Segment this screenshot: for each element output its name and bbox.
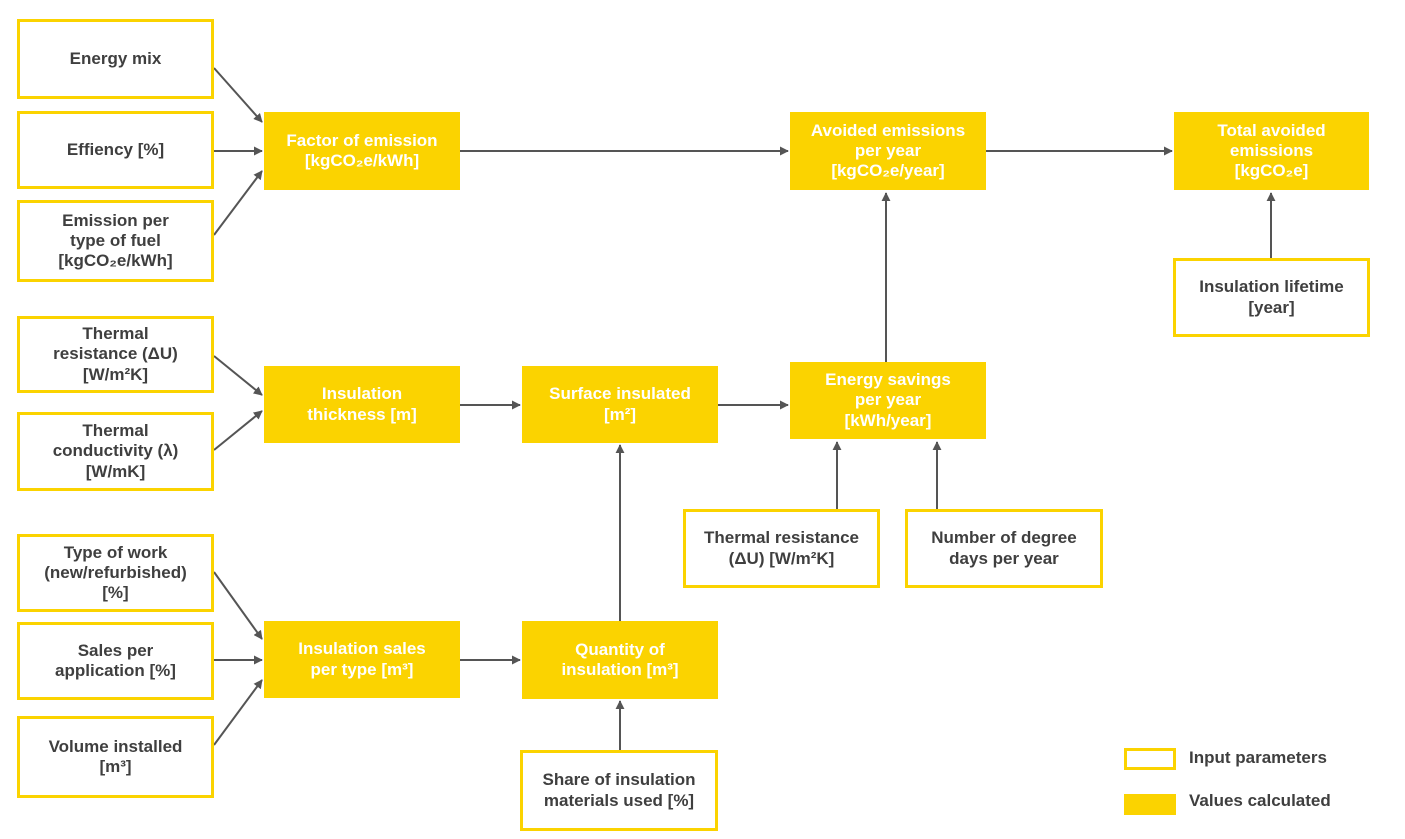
total-avoided-label: Total avoided emissions [kgCO₂e] <box>1217 120 1326 181</box>
calc-avoided-emissions: Avoided emissions per year [kgCO₂e/year] <box>790 112 986 190</box>
input-efficiency: Effiency [%] <box>17 111 214 189</box>
factor-of-emission-label: Factor of emission [kgCO₂e/kWh] <box>286 130 438 170</box>
legend-input-swatch <box>1124 748 1176 770</box>
insulation-sales-label: Insulation sales per type [m³] <box>298 639 426 679</box>
arrow-work-to-sales <box>213 571 263 640</box>
thermal-resistance-b-label: Thermal resistance (ΔU) [W/m²K] <box>704 528 859 568</box>
input-thermal-conductivity: Thermal conductivity (λ) [W/mK] <box>17 412 214 491</box>
emission-per-fuel-label: Emission per type of fuel [kgCO₂e/kWh] <box>58 210 173 271</box>
arrow-volume-to-sales <box>213 679 263 746</box>
arrow-conductivity-to-thickness <box>213 410 263 451</box>
legend-calc-swatch <box>1124 794 1176 815</box>
input-sales-per-application: Sales per application [%] <box>17 622 214 700</box>
legend-calc-label: Values calculated <box>1189 791 1331 810</box>
input-share-of-materials: Share of insulation materials used [%] <box>520 750 718 831</box>
sales-per-application-label: Sales per application [%] <box>55 640 176 680</box>
quantity-of-insulation-label: Quantity of insulation [m³] <box>561 639 679 679</box>
arrow-emission-fuel-to-factor <box>213 170 263 236</box>
calc-insulation-thickness: Insulation thickness [m] <box>264 366 460 443</box>
input-thermal-resistance: Thermal resistance (ΔU) [W/m²K] <box>17 316 214 393</box>
type-of-work-label: Type of work (new/refurbished) [%] <box>44 542 187 603</box>
insulation-thickness-label: Insulation thickness [m] <box>307 384 417 424</box>
input-type-of-work: Type of work (new/refurbished) [%] <box>17 534 214 612</box>
energy-mix-label: Energy mix <box>69 48 162 68</box>
avoided-emissions-label: Avoided emissions per year [kgCO₂e/year] <box>810 120 966 181</box>
input-insulation-lifetime: Insulation lifetime [year] <box>1173 258 1370 337</box>
insulation-lifetime-label: Insulation lifetime [year] <box>1199 277 1344 317</box>
energy-savings-label: Energy savings per year [kWh/year] <box>825 370 951 430</box>
calc-surface-insulated: Surface insulated [m²] <box>522 366 718 443</box>
calc-insulation-sales: Insulation sales per type [m³] <box>264 621 460 698</box>
calc-energy-savings: Energy savings per year [kWh/year] <box>790 362 986 439</box>
input-thermal-resistance-b: Thermal resistance (ΔU) [W/m²K] <box>683 509 880 588</box>
legend-input-label: Input parameters <box>1189 748 1327 767</box>
calc-factor-of-emission: Factor of emission [kgCO₂e/kWh] <box>264 112 460 190</box>
calc-quantity-of-insulation: Quantity of insulation [m³] <box>522 621 718 699</box>
calc-total-avoided: Total avoided emissions [kgCO₂e] <box>1174 112 1369 190</box>
surface-insulated-label: Surface insulated [m²] <box>549 384 691 424</box>
input-degree-days: Number of degree days per year <box>905 509 1103 588</box>
input-volume-installed: Volume installed [m³] <box>17 716 214 798</box>
thermal-conductivity-label: Thermal conductivity (λ) [W/mK] <box>52 421 179 481</box>
volume-installed-label: Volume installed [m³] <box>48 736 183 776</box>
input-energy-mix: Energy mix <box>17 19 214 99</box>
thermal-resistance-label: Thermal resistance (ΔU) [W/m²K] <box>53 324 178 384</box>
input-emission-per-fuel: Emission per type of fuel [kgCO₂e/kWh] <box>17 200 214 282</box>
efficiency-label: Effiency [%] <box>66 139 165 159</box>
arrow-resistance-to-thickness <box>213 355 263 396</box>
degree-days-label: Number of degree days per year <box>931 528 1077 568</box>
arrow-energy-mix-to-factor <box>213 67 263 123</box>
share-of-materials-label: Share of insulation materials used [%] <box>542 770 696 810</box>
